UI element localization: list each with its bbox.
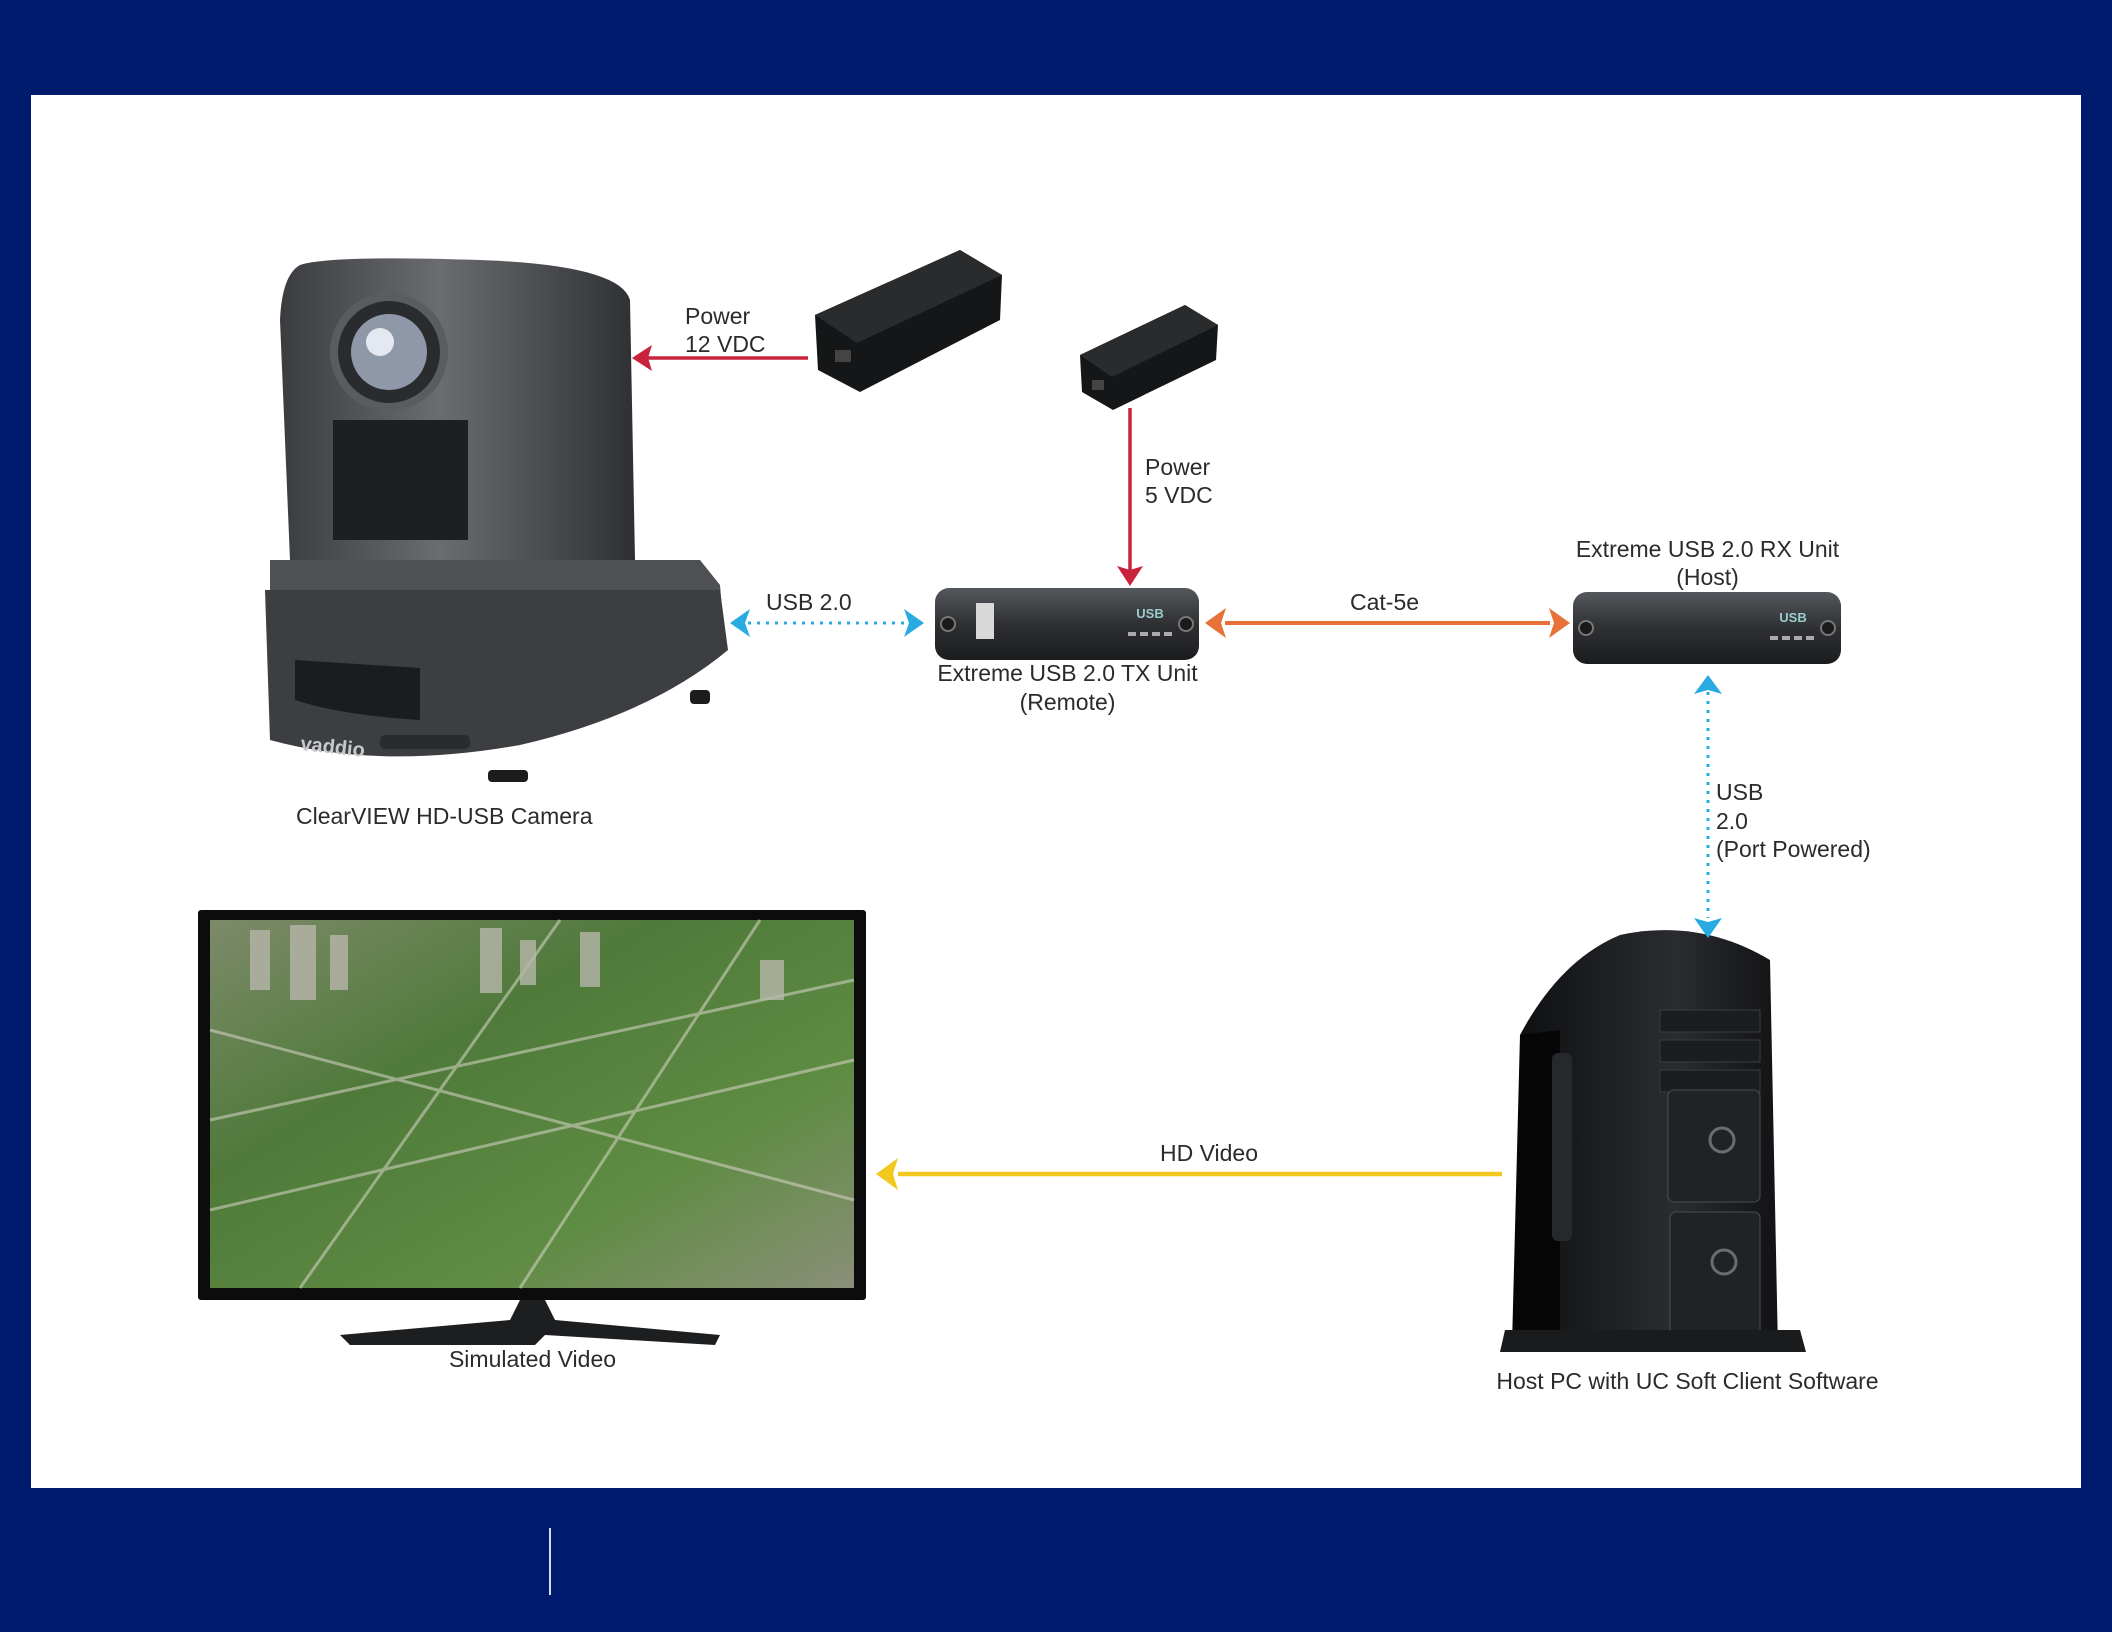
usb-rx-pc-label-2: 2.0 [1716,807,1748,835]
rx-unit-image: USB [1573,592,1841,664]
tx-unit-badge: USB [1136,606,1163,621]
cat5e-label: Cat-5e [1350,588,1419,616]
display-image [198,910,866,1345]
rx-unit-label-1: Extreme USB 2.0 RX Unit [1520,535,1895,563]
tx-unit-label-2: (Remote) [880,688,1255,716]
usb-camera-tx-label: USB 2.0 [766,588,852,616]
display-label: Simulated Video [340,1345,725,1373]
power-5vdc-line [1117,408,1143,586]
hd-video-label: HD Video [1160,1139,1258,1167]
power-5vdc-label-2: 5 VDC [1145,481,1213,509]
power-supply-12v-image [815,250,1002,392]
rx-unit-label-2: (Host) [1520,563,1895,591]
tx-unit-label-1: Extreme USB 2.0 TX Unit [880,659,1255,687]
host-pc-image [1500,930,1806,1352]
camera-label: ClearVIEW HD-USB Camera [296,802,593,830]
power-supply-5v-image [1080,305,1218,410]
usb-rx-pc-label-1: USB [1716,778,1763,806]
rx-unit-badge: USB [1779,610,1806,625]
usb-rx-pc-label-3: (Port Powered) [1716,835,1871,863]
power-12vdc-label-2: 12 VDC [685,330,766,358]
host-pc-label: Host PC with UC Soft Client Software [1440,1367,1935,1395]
power-12vdc-label-1: Power [685,302,750,330]
footer-divider [549,1528,551,1595]
power-5vdc-label-1: Power [1145,453,1210,481]
tx-unit-image: USB [935,588,1199,660]
camera-image: vaddio [265,258,728,782]
